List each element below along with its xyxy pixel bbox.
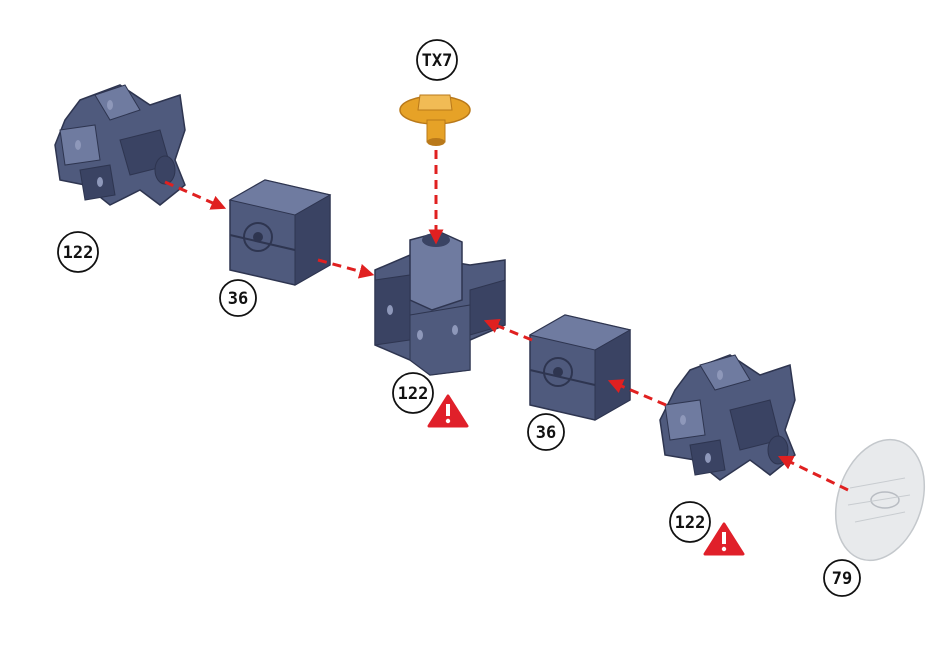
connector-part-right <box>530 315 630 420</box>
label-hub-right: 122 <box>670 502 710 542</box>
svg-text:122: 122 <box>398 384 429 404</box>
hub-part-right <box>660 355 795 480</box>
pin-part-top <box>400 95 470 146</box>
label-connector-left: 36 <box>220 280 256 316</box>
hub-part-top-left <box>55 85 185 205</box>
label-hub-center: 122 <box>393 373 433 413</box>
svg-text:79: 79 <box>832 569 852 589</box>
svg-text:122: 122 <box>675 513 706 533</box>
svg-text:36: 36 <box>536 423 556 443</box>
svg-text:122: 122 <box>63 243 94 263</box>
warning-triangle-icon <box>429 396 467 426</box>
svg-text:TX7: TX7 <box>422 51 453 71</box>
label-hub-top-left: 122 <box>58 232 98 272</box>
label-pin-top: TX7 <box>417 40 457 80</box>
label-connector-right: 36 <box>528 414 564 450</box>
svg-text:36: 36 <box>228 289 248 309</box>
label-wheel: 79 <box>824 560 860 596</box>
arrow-wheel-to-hub-right <box>782 458 848 490</box>
wheel-part <box>821 428 939 572</box>
connector-part-left <box>230 180 330 285</box>
hub-part-center <box>375 232 505 375</box>
warning-triangle-icon <box>705 524 743 554</box>
